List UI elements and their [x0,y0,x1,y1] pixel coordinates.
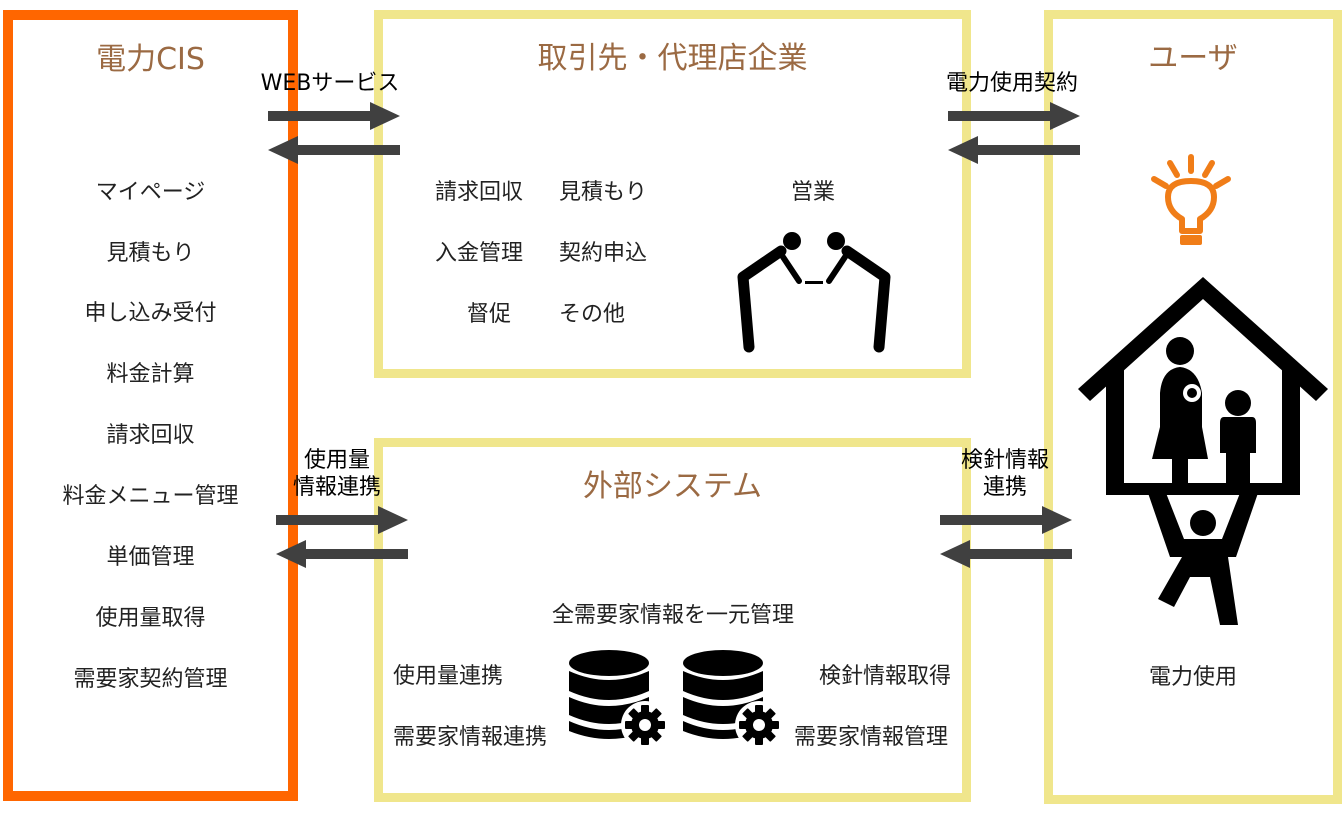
family-house-icon [1078,277,1328,625]
right-arrow [940,506,1072,534]
partner-function: その他 [559,302,626,327]
cis-item: 見積もり [106,241,195,266]
cis-item: 請求回収 [106,423,195,448]
partner-title: 取引先・代理店企業 [537,41,808,76]
user-footer: 電力使用 [1148,665,1238,690]
right-arrow [276,506,408,534]
partner-function: 入金管理 [435,241,524,266]
partner-panel: 取引先・代理店企業 請求回収 見積もり 入金管理 契約申込 督促 その他 営業 [374,10,971,378]
left-arrow [948,136,1080,164]
user-panel: ユーザ [1044,10,1342,804]
cis-panel: 電力CIS マイページ 見積もり 申し込み受付 料金計算 請求回収 料金メニュー… [3,10,298,801]
cis-item: 需要家契約管理 [73,667,228,692]
external-right-item: 検針情報取得 [819,664,952,689]
right-arrow [948,102,1080,130]
partner-function: 請求回収 [435,180,524,205]
external-left-item: 使用量連携 [393,664,504,689]
database-gear-icon [569,650,669,749]
light-bulb-icon [1151,154,1231,245]
partner-function: 督促 [467,302,512,327]
cis-item: 単価管理 [106,545,195,570]
right-arrow [268,102,400,130]
cis-item: 料金メニュー管理 [62,484,239,509]
bowing-people-icon [737,232,891,353]
cis-item: 申し込み受付 [84,301,217,326]
left-arrow [268,136,400,164]
user-title: ユーザ [1148,41,1238,76]
external-right-item: 需要家情報管理 [794,725,949,750]
left-arrow [276,540,408,568]
database-gear-icon [683,650,783,749]
partner-function: 見積もり [559,180,648,205]
external-left-item: 需要家情報連携 [393,725,548,750]
cis-title: 電力CIS [96,42,205,77]
cis-item: 料金計算 [106,362,195,387]
meter-link-label: 検針情報 連携 [960,448,1050,500]
cis-item: マイページ [95,180,206,205]
web-service-label: WEBサービス [260,71,400,96]
usage-link-label: 使用量 情報連携 [292,448,382,500]
external-title: 外部システム [582,469,763,504]
power-contract-label: 電力使用契約 [945,71,1079,96]
external-panel: 外部システム 全需要家情報を一元管理 使用量連携 需要家情報連携 検針情報取得 … [374,438,971,802]
partner-function: 契約申込 [559,241,648,266]
external-subtitle: 全需要家情報を一元管理 [551,603,795,628]
left-arrow [940,540,1072,568]
sales-label: 営業 [791,180,836,205]
cis-item: 使用量取得 [95,606,206,631]
